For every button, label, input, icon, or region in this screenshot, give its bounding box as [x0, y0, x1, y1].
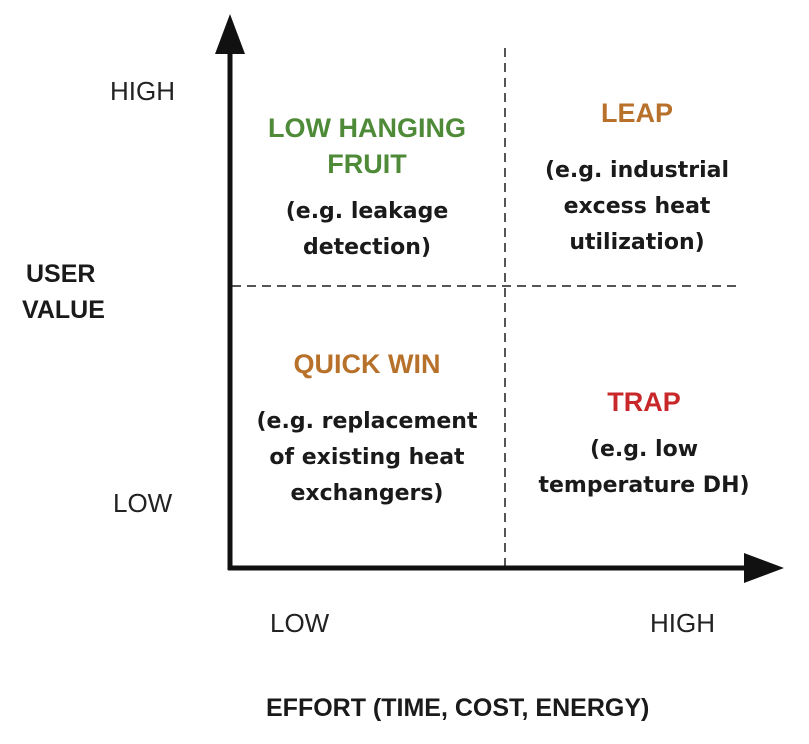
quadrant-trap: TRAP (e.g. low temperature DH) — [524, 384, 764, 504]
y-axis-arrow-icon — [215, 14, 245, 54]
trap-title: TRAP — [607, 387, 681, 417]
quick-win-example-line1: (e.g. replacement — [256, 409, 478, 434]
quadrant-quick-win: QUICK WIN (e.g. replacement of existing … — [236, 346, 498, 512]
trap-example-line2: temperature DH) — [538, 473, 750, 498]
x-axis-title: EFFORT (TIME, COST, ENERGY) — [266, 694, 650, 722]
x-axis-arrow-icon — [744, 553, 784, 583]
low-hanging-fruit-title-line1: LOW HANGING — [268, 113, 466, 143]
y-axis-low-label: LOW — [113, 488, 173, 518]
x-axis-low-label: LOW — [270, 608, 330, 638]
y-axis-title: USER VALUE — [22, 256, 105, 328]
x-axis-high-label: HIGH — [650, 608, 715, 638]
low-hanging-fruit-example: (e.g. leakage detection) — [236, 194, 498, 266]
low-hanging-fruit-example-line2: detection) — [302, 235, 432, 260]
leap-title: LEAP — [600, 98, 673, 128]
quick-win-example-line2: of existing heat — [269, 445, 465, 470]
quadrant-low-hanging-fruit: LOW HANGING FRUIT (e.g. leakage detectio… — [236, 110, 498, 266]
quadrant-leap: LEAP (e.g. industrial excess heat utiliz… — [522, 95, 752, 261]
low-hanging-fruit-title: LOW HANGING FRUIT — [236, 110, 498, 182]
low-hanging-fruit-title-line2: FRUIT — [327, 149, 407, 179]
quick-win-example: (e.g. replacement of existing heat excha… — [236, 404, 498, 512]
low-hanging-fruit-example-line1: (e.g. leakage — [285, 199, 449, 224]
y-axis-high-label: HIGH — [110, 76, 175, 106]
y-axis-title-line1: USER — [26, 260, 96, 288]
trap-example-line1: (e.g. low — [589, 437, 699, 462]
quick-win-title: QUICK WIN — [293, 349, 441, 379]
leap-example: (e.g. industrial excess heat utilization… — [522, 153, 752, 261]
quick-win-example-line3: exchangers) — [290, 481, 444, 506]
leap-example-line3: utilization) — [569, 230, 705, 255]
leap-example-line2: excess heat — [563, 194, 711, 219]
leap-example-line1: (e.g. industrial — [544, 158, 730, 183]
y-axis-title-line2: VALUE — [22, 296, 105, 324]
trap-example: (e.g. low temperature DH) — [524, 432, 764, 504]
